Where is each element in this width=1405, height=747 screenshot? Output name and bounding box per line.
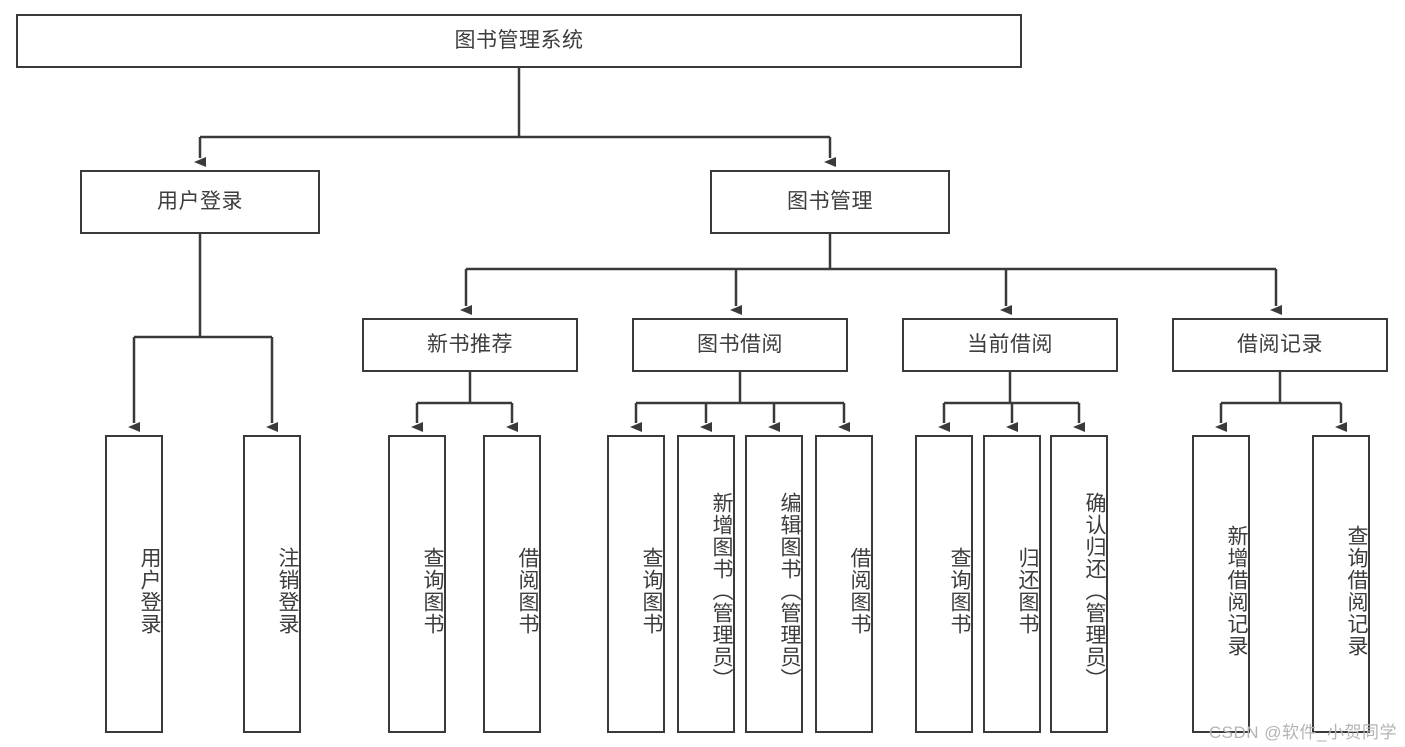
node-current-borrow[interactable]: 当前借阅 (902, 318, 1118, 372)
node-leaf-current-confirm-return-label: 确认归还（管理员） (1083, 492, 1106, 690)
node-root-label: 图书管理系统 (454, 28, 584, 52)
node-book-manage-label: 图书管理 (787, 189, 873, 213)
node-leaf-user-logout[interactable]: 注销登录 (243, 435, 301, 733)
watermark-text: CSDN @软件_小贺同学 (1208, 723, 1397, 742)
node-leaf-record-query[interactable]: 查询借阅记录 (1312, 435, 1370, 733)
node-leaf-borrow-add-book[interactable]: 新增图书（管理员） (677, 435, 735, 733)
node-leaf-record-add-label: 新增借阅记录 (1225, 525, 1248, 657)
node-leaf-borrow-query-book[interactable]: 查询图书 (607, 435, 665, 733)
node-new-book-rec-label: 新书推荐 (427, 332, 513, 356)
node-leaf-current-query-book[interactable]: 查询图书 (915, 435, 973, 733)
node-user-login-label: 用户登录 (157, 189, 243, 213)
node-leaf-borrow-add-book-label: 新增图书（管理员） (710, 492, 733, 690)
node-leaf-user-login-label: 用户登录 (138, 547, 161, 635)
node-leaf-user-logout-label: 注销登录 (276, 547, 299, 635)
node-borrow-record[interactable]: 借阅记录 (1172, 318, 1388, 372)
node-leaf-record-add[interactable]: 新增借阅记录 (1192, 435, 1250, 733)
node-book-borrow[interactable]: 图书借阅 (632, 318, 848, 372)
node-leaf-current-return-book-label: 归还图书 (1016, 547, 1039, 635)
node-leaf-record-query-label: 查询借阅记录 (1345, 525, 1368, 657)
node-leaf-borrow-edit-book-label: 编辑图书（管理员） (778, 492, 801, 690)
node-leaf-current-return-book[interactable]: 归还图书 (983, 435, 1041, 733)
node-user-login[interactable]: 用户登录 (80, 170, 320, 234)
node-leaf-rec-borrow-book[interactable]: 借阅图书 (483, 435, 541, 733)
node-root[interactable]: 图书管理系统 (16, 14, 1022, 68)
node-borrow-record-label: 借阅记录 (1237, 332, 1323, 356)
node-leaf-borrow-borrow-book[interactable]: 借阅图书 (815, 435, 873, 733)
node-leaf-current-confirm-return[interactable]: 确认归还（管理员） (1050, 435, 1108, 733)
node-book-manage[interactable]: 图书管理 (710, 170, 950, 234)
node-leaf-user-login[interactable]: 用户登录 (105, 435, 163, 733)
node-book-borrow-label: 图书借阅 (697, 332, 783, 356)
node-leaf-rec-query-book[interactable]: 查询图书 (388, 435, 446, 733)
node-current-borrow-label: 当前借阅 (967, 332, 1053, 356)
node-leaf-rec-borrow-book-label: 借阅图书 (516, 547, 539, 635)
node-leaf-current-query-book-label: 查询图书 (948, 547, 971, 635)
node-leaf-borrow-borrow-book-label: 借阅图书 (848, 547, 871, 635)
node-leaf-borrow-query-book-label: 查询图书 (640, 547, 663, 635)
node-new-book-rec[interactable]: 新书推荐 (362, 318, 578, 372)
node-leaf-borrow-edit-book[interactable]: 编辑图书（管理员） (745, 435, 803, 733)
node-leaf-rec-query-book-label: 查询图书 (421, 547, 444, 635)
